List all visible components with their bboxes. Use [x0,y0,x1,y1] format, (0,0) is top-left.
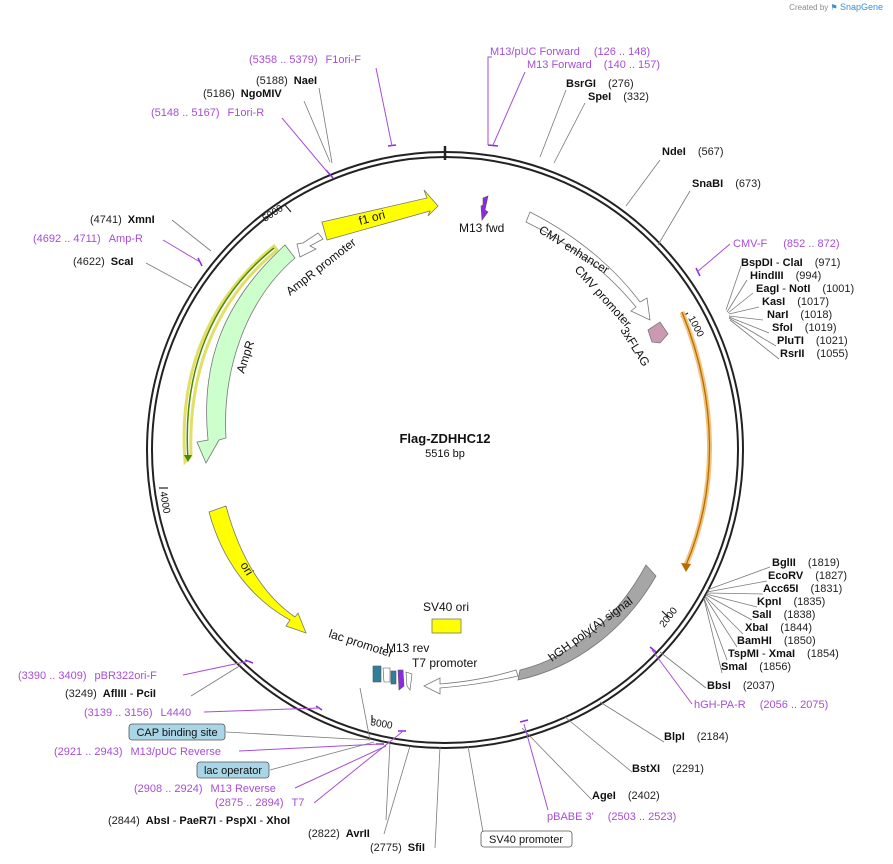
m13-rev-arrow [397,669,405,691]
enzyme-bamhi: BamHI(1850) [737,635,816,647]
3xflag-arrow [647,321,669,344]
cap-binding-site-box [372,665,382,683]
lac-promoter-arrow [382,667,391,683]
enzyme-sali: SalI(1838) [752,609,815,621]
enzyme-afliii-pcii: (3249)AflIII - PciI [65,688,156,700]
credit-prefix: Created by [789,3,829,12]
enzyme-bsrgi: BsrGI(276) [566,78,634,90]
sv40-promoter-arrow [423,669,519,695]
ampr-highlight [182,243,280,466]
f1-ori-arrow [321,189,439,241]
cmv-enhancer-promoter-arrow [525,211,651,321]
ori-arrow [208,505,307,634]
tick-label-3000: 3000 [369,717,393,732]
enzyme-scai: (4622)ScaI [73,256,133,268]
enzyme-kpni: KpnI(1835) [757,596,825,608]
boxed-labels: CAP binding site lac operator SV40 promo… [128,723,573,848]
feature-label-f1-ori: f1 ori [357,207,386,227]
primer-labels: (5358 .. 5379)F1ori-F (5148 .. 5167)F1or… [18,46,840,823]
primer-m13-reverse: (2908 .. 2924)M13 Reverse [134,783,276,795]
backbone [146,146,744,749]
feature-label-sv40-ori: SV40 ori [423,600,469,614]
lac-operator-label: lac operator [204,765,262,777]
cap-binding-site-label-box [128,723,226,741]
lac-operator-label-box [196,761,270,779]
plasmid-length: 5516 bp [425,448,465,460]
t7-promoter-arrow [405,671,413,691]
snapgene-credit: Created by ⚑ SnapGene [789,2,883,12]
cap-binding-site-label: CAP binding site [136,727,217,739]
sv40-ori-box [431,618,462,634]
primer-cmv-f: CMV-F(852 .. 872) [733,238,840,250]
enzyme-sfoi: SfoI(1019) [772,322,837,334]
sv40-promoter-label-box [480,830,573,848]
enzyme-agei: AgeI(2402) [592,790,660,802]
primer-m13-puc-reverse: (2921 .. 2943)M13/pUC Reverse [54,746,221,758]
tick-label-4000: 4000 [157,491,172,515]
enzyme-nael: (5188)NaeI [256,75,317,87]
feature-label-ampr-promoter: AmpR promoter [283,235,358,298]
enzyme-avrii: (2822)AvrII [308,828,370,840]
plasmid-name: Flag-ZDHHC12 [399,431,490,446]
enzyme-labels: (5188)NaeI (5186)NgoMIV (4741)XmnI (4622… [65,75,854,854]
enzyme-pluti: PluTI(1021) [777,335,848,347]
enzyme-kasi: KasI(1017) [762,296,829,308]
enzyme-blpi: BlpI(2184) [664,731,729,743]
feature-label-lac-promoter: lac promoter [327,627,395,661]
orf-zdhhc12-arrowhead [681,563,691,572]
credit-brand: SnapGene [839,2,883,12]
enzyme-sfii: (2775)SfiI [370,842,425,854]
enzyme-xmni: (4741)XmnI [90,214,155,226]
feature-label-3xflag: 3xFLAG [617,324,652,369]
ampr-orf-arrowhead [184,455,192,462]
primer-pbr322ori-f: (3390 .. 3409)pBR322ori-F [18,670,157,682]
primer-l4440: (3139 .. 3156)L4440 [84,707,191,719]
tick-label-2000: 2000 [658,605,681,630]
enzyme-bbsi: BbsI(2037) [707,680,775,692]
feature-label-ori: ori [237,559,256,578]
enzyme-bglii: BglII(1819) [772,557,840,569]
primer-hgh-pa-r: hGH-PA-R(2056 .. 2075) [694,699,828,711]
hgh-polya-signal-arrow [517,564,657,681]
lac-operator-box [390,670,397,685]
primer-pbabe-3: pBABE 3'(2503 .. 2523) [547,811,676,823]
ampr-arrow [196,244,296,464]
orf-zdhhc12-line [681,311,711,566]
enzyme-smai: SmaI(1856) [721,661,791,673]
enzyme-leaders [145,87,780,849]
enzyme-acc65i: Acc65I(1831) [763,583,842,595]
feature-label-hgh-polya-signal: hGH poly(A) signal [546,594,636,665]
primer-f1ori-r: (5148 .. 5167)F1ori-R [151,107,264,119]
enzyme-bspdi-clai: BspDI - ClaI(971) [741,257,840,269]
enzyme-eagi-noti: EagI - NotI(1001) [756,283,854,295]
primer-m13-puc-forward: M13/pUC Forward(126 .. 148) [490,46,650,58]
enzyme-snabi: SnaBI(673) [692,178,761,190]
enzyme-hindiii: HindIII(994) [750,270,821,282]
enzyme-absi-xhoi: (2844)AbsI - PaeR7I - PspXI - XhoI [108,815,290,827]
enzyme-xbai: XbaI(1844) [745,622,812,634]
enzyme-rsrii: RsrII(1055) [780,348,848,360]
snapgene-logo-icon: ⚑ [830,3,838,12]
primer-t7: (2875 .. 2894)T7 [215,797,304,809]
enzyme-spei: SpeI(332) [588,91,649,103]
feature-label-t7-promoter: T7 promoter [412,656,477,670]
ampr-promoter-arrow [296,232,324,258]
primer-m13-forward: M13 Forward(140 .. 157) [527,59,660,71]
primer-f1ori-f: (5358 .. 5379)F1ori-F [249,54,361,66]
enzyme-ngomiv: (5186)NgoMIV [203,88,282,100]
feature-label-m13-rev: M13 rev [386,641,429,655]
enzyme-nari: NarI(1018) [767,309,832,321]
enzyme-ndei: NdeI(567) [662,146,724,158]
feature-label-m13-fwd: M13 fwd [459,221,504,235]
enzyme-tspmi-xmai: TspMI - XmaI(1854) [728,648,839,660]
enzyme-bstxi: BstXI(2291) [632,763,704,775]
sv40-promoter-label: SV40 promoter [489,834,563,846]
primer-amp-r: (4692 .. 4711)Amp-R [33,233,143,245]
primer-leaders [162,56,731,811]
m13-fwd-arrow [480,195,489,221]
enzyme-ecorv: EcoRV(1827) [768,570,847,582]
ampr-orf-line [186,247,275,461]
